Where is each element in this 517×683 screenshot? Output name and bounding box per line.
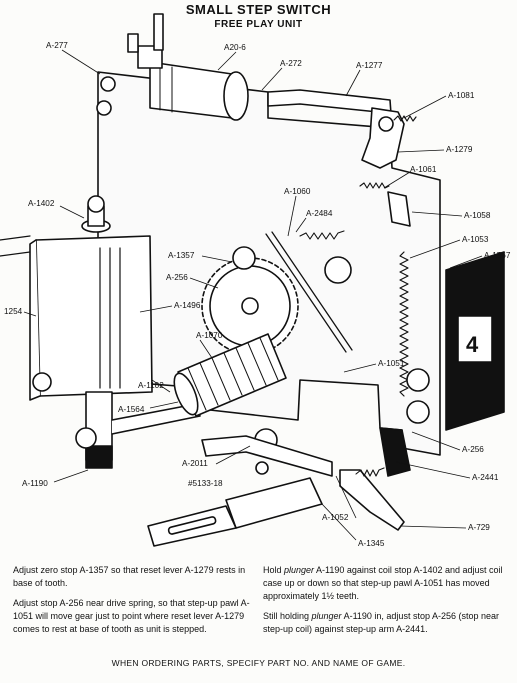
tension-spring-a2484 [299,230,345,240]
label-a1277: A-1277 [356,61,383,70]
note4-text-start: Still holding [263,611,312,621]
ratchet-gear [201,257,299,355]
leader-lines [23,49,483,541]
note-stop-a256: Adjust stop A-256 near drive spring, so … [13,598,250,634]
note-zero-stop: Adjust zero stop A-1357 so that reset le… [13,565,246,588]
note3-text-start: Hold [263,565,285,575]
drive-spring-coil [173,333,287,417]
label-a729: A-729 [468,523,490,532]
note4-text-end: A-1190 in, adjust stop A-256 (stop near … [263,611,499,634]
label-a1102: A-1102 [138,381,164,390]
label-a1053: A-1053 [462,235,489,244]
upper-small-spring [359,182,390,189]
upper-spring [393,115,417,122]
label-a1051: A-1051 [378,359,405,368]
label-a1070: A-1070 [196,331,223,340]
label-a1060: A-1060 [284,187,311,196]
mechanism-drawing [0,13,505,547]
note-still-holding: Still holding plunger A-1190 in, adjust … [263,610,507,636]
label-a1058: A-1058 [464,211,491,220]
label-a20-6: A20-6 [224,43,246,52]
pawl-rod [265,231,353,353]
clip-a1058 [387,191,411,227]
counter-unit [445,251,505,431]
ordering-footer: WHEN ORDERING PARTS, SPECIFY PART NO. AN… [111,658,406,668]
base-bracket [147,435,333,547]
step-up-arm [379,427,411,477]
note4-emphasis: plunger [311,611,342,621]
label-a1345: A-1345 [358,539,385,548]
note3-emphasis: plunger [284,565,315,575]
label-a272: A-272 [280,59,302,68]
label-a1402: A-1402 [28,199,55,208]
page-subtitle: FREE PLAY UNIT [214,19,303,30]
note3-text-end: A-1190 against coil stop A-1402 and adju… [263,565,503,601]
label-a2441: A-2441 [472,473,499,482]
left-coil-assembly [0,235,153,401]
bottom-curved-lever [339,469,405,531]
coil-stop-screw [81,195,111,233]
label-a1567: A-1567 [484,251,511,260]
part-labels: A-277 A20-6 A-272 A-1277 A-1081 A-1279 A… [4,41,511,548]
label-a256-right: A-256 [462,445,484,454]
label-1254: 1254 [4,307,23,316]
counter-digit: 4 [466,332,479,357]
note-hold-plunger: Hold plunger A-1190 against coil stop A-… [263,564,507,603]
label-a1357: A-1357 [168,251,195,260]
reset-lever-pivot [378,116,394,132]
label-a1081: A-1081 [448,91,475,100]
top-coil [127,13,249,121]
label-a256-top: A-256 [166,273,188,282]
plunger [75,391,201,469]
vertical-spring [399,251,409,397]
label-a277: A-277 [46,41,68,50]
label-a1564: A-1564 [118,405,145,414]
label-a1061: A-1061 [410,165,437,174]
label-part-number: #5133-18 [188,479,223,488]
page-title: SMALL STEP SWITCH [185,2,332,17]
label-a1190: A-1190 [22,479,48,488]
label-a1279: A-1279 [446,145,473,154]
bottom-spring [355,467,385,477]
label-a1496: A-1496 [174,301,201,310]
label-a2011: A-2011 [182,459,208,468]
label-a1052: A-1052 [322,513,349,522]
label-a2484: A-2484 [306,209,333,218]
